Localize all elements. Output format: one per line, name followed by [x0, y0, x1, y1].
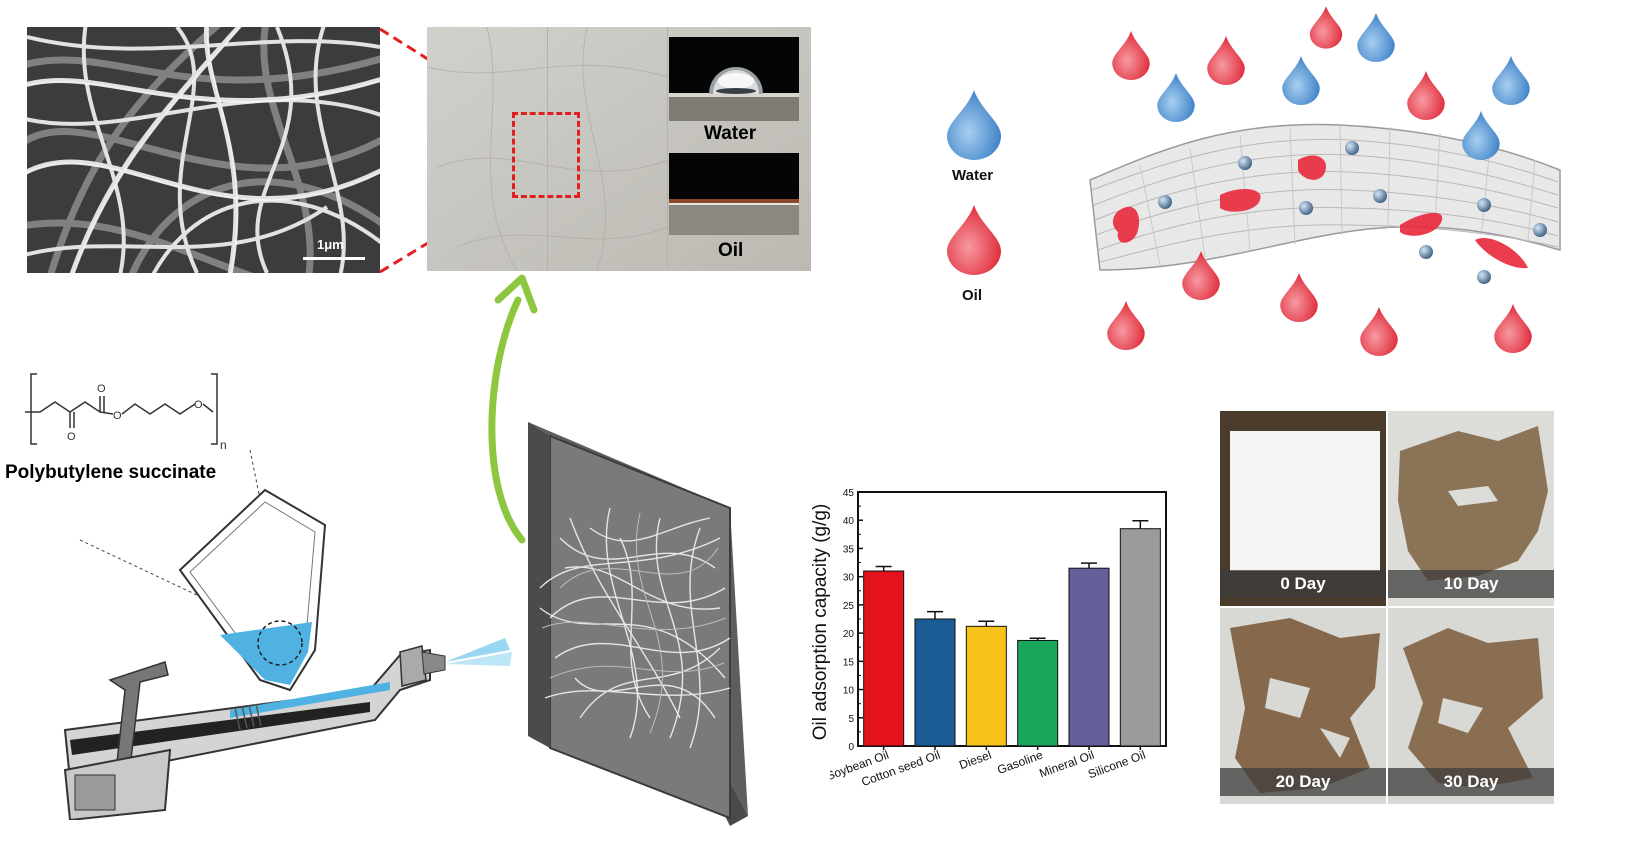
- bar-0: [863, 570, 905, 747]
- day-caption-10: 10 Day: [1388, 570, 1554, 598]
- y-tick-label: 35: [843, 544, 855, 555]
- membrane-photo: Water Oil: [427, 27, 811, 271]
- water-contact-angle-image: [669, 37, 799, 121]
- bar-3: [1017, 639, 1059, 747]
- x-tick-label-2: Diesel: [957, 748, 993, 773]
- bar-1: [914, 618, 956, 747]
- y-tick-label: 25: [843, 601, 855, 612]
- polymer-subscript: n: [220, 438, 227, 452]
- day-caption-20: 20 Day: [1220, 768, 1386, 796]
- day-caption-30: 30 Day: [1388, 768, 1554, 796]
- scale-bar: [303, 257, 365, 260]
- degradation-photo-0-day: 0 Day: [1220, 411, 1386, 606]
- chart-y-axis-label: Oil adsorption capacity (g/g): [810, 503, 831, 741]
- bar-5: [1119, 528, 1161, 747]
- water-contact-label: Water: [704, 123, 757, 144]
- y-tick-label: 20: [843, 629, 855, 640]
- legend-oil-label: Oil: [962, 287, 983, 304]
- svg-text:O: O: [194, 399, 203, 411]
- y-tick-label: 0: [848, 742, 854, 753]
- x-tick-label-4: Mineral Oil: [1037, 748, 1096, 781]
- plot-frame: [857, 491, 1167, 747]
- pbs-chemical-structure: O O O O: [25, 373, 218, 445]
- scale-bar-label: 1μm: [317, 237, 344, 252]
- degradation-photo-20-day: 20 Day: [1220, 608, 1386, 804]
- oil-water-separation-illustration: [1089, 6, 1561, 356]
- legend-water-label: Water: [952, 167, 994, 184]
- y-tick-label: 45: [843, 488, 855, 499]
- oil-drop-legend-icon: [947, 205, 1001, 275]
- airbrush-illustration: [63, 449, 512, 820]
- zoom-box: [512, 112, 580, 198]
- day-caption-0: 0 Day: [1220, 570, 1386, 598]
- x-tick-label-5: Silicone Oil: [1086, 748, 1147, 782]
- oil-contact-angle-image: [669, 153, 799, 235]
- water-drop-legend-icon: [947, 90, 1001, 160]
- degradation-photo-10-day: 10 Day: [1388, 411, 1554, 606]
- svg-text:O: O: [97, 383, 106, 395]
- bar-2: [965, 625, 1007, 747]
- svg-text:O: O: [113, 410, 122, 422]
- sem-image: 1μm: [27, 27, 380, 273]
- polymer-name: Polybutylene succinate: [5, 462, 217, 483]
- y-tick-label: 10: [843, 686, 855, 697]
- y-tick-label: 5: [848, 714, 854, 725]
- oil-contact-label: Oil: [718, 240, 744, 261]
- fiber-collector-panel: [528, 422, 748, 826]
- y-tick-label: 30: [843, 573, 855, 584]
- svg-text:O: O: [67, 431, 76, 443]
- bar-4: [1068, 567, 1110, 747]
- y-tick-label: 40: [843, 516, 855, 527]
- x-tick-label-3: Gasoline: [995, 748, 1045, 777]
- y-tick-label: 15: [843, 657, 855, 668]
- degradation-photo-30-day: 30 Day: [1388, 608, 1554, 804]
- process-arrow: [488, 274, 538, 544]
